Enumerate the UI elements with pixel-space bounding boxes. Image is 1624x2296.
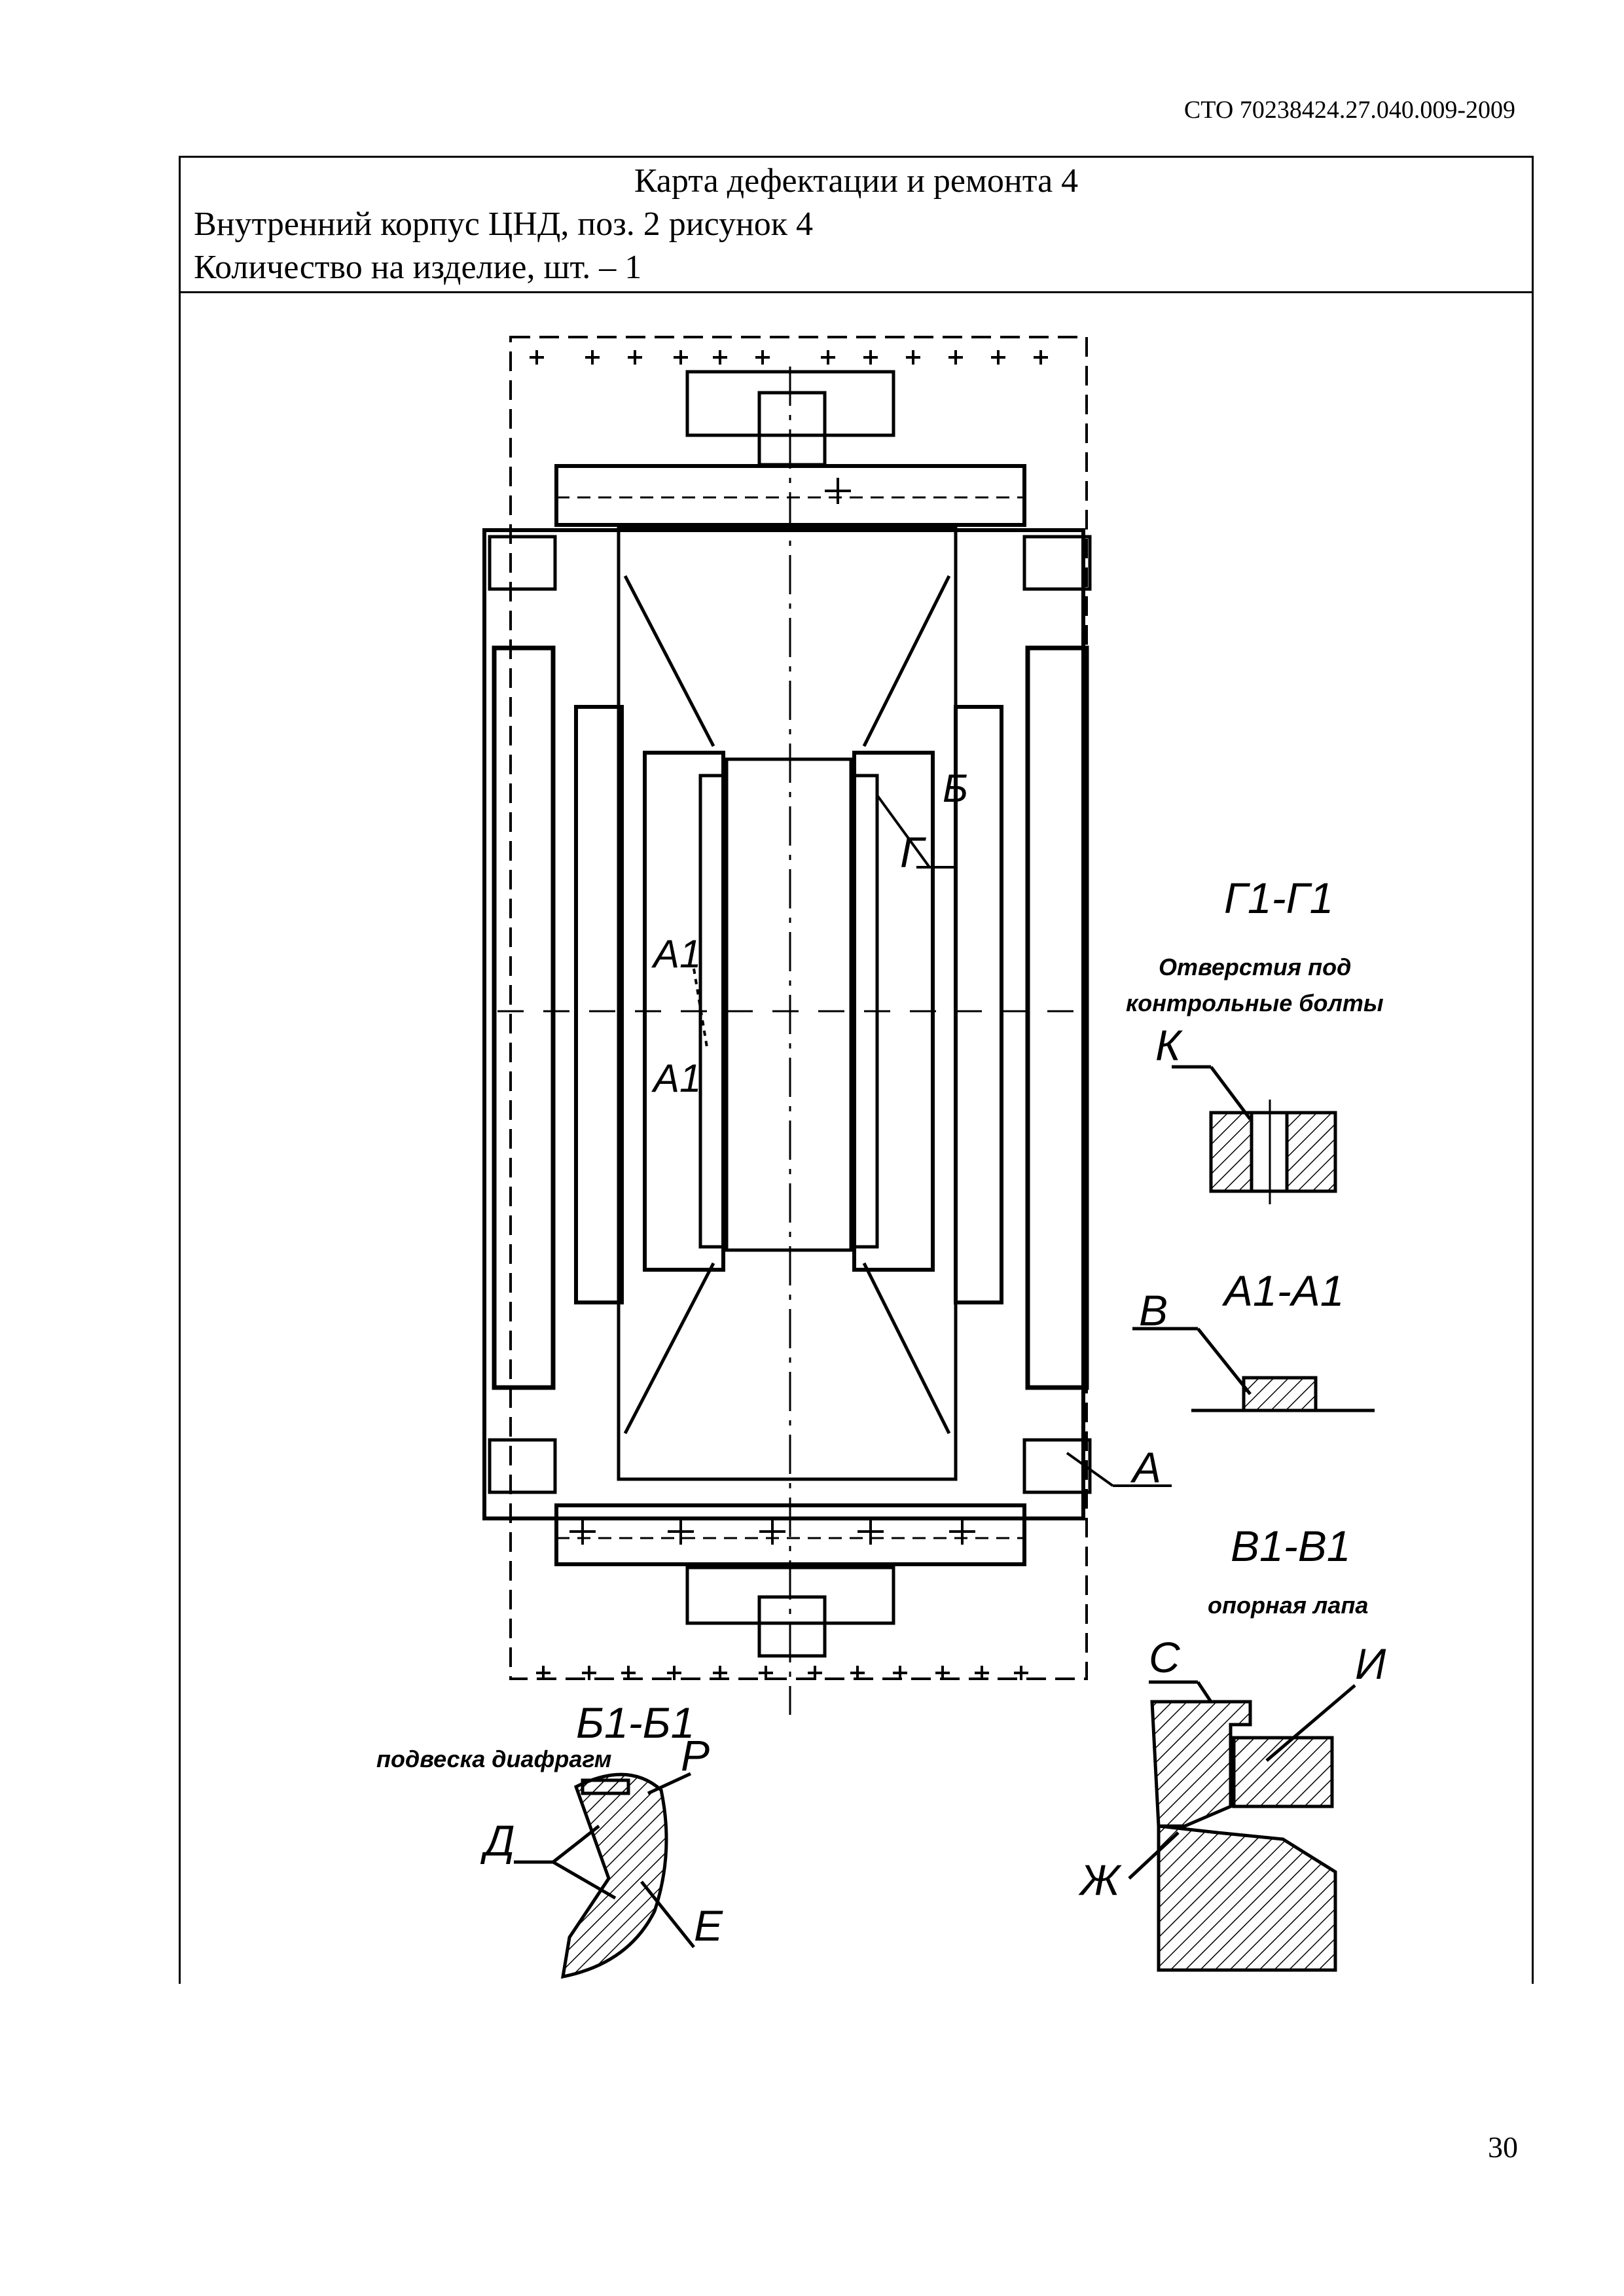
label-a1-a1: А1-А1 [1221, 1266, 1344, 1315]
section-b1-b1 [514, 1772, 695, 1979]
label-g1-g1: Г1-Г1 [1224, 874, 1333, 922]
section-v1-v1 [1128, 1680, 1356, 1972]
repair-card: Карта дефектации и ремонта 4 Внутренний … [179, 156, 1534, 1984]
label-b1-b1: Б1-Б1 [576, 1698, 695, 1747]
label-v1-v1: В1-В1 [1231, 1522, 1350, 1570]
leader-lines [693, 794, 1172, 1487]
card-header: Карта дефектации и ремонта 4 Внутренний … [181, 158, 1532, 293]
page-number: 30 [1488, 2130, 1518, 2164]
note-holes-2: контрольные болты [1126, 990, 1384, 1016]
label-zh: Ж [1078, 1856, 1122, 1904]
note-support-paw: опорная лапа [1208, 1592, 1368, 1619]
note-holes-1: Отверстия под [1159, 954, 1351, 980]
label-k: К [1155, 1021, 1183, 1069]
label-g: Г [900, 828, 926, 876]
label-d: Д [480, 1816, 514, 1865]
document-code: СТО 70238424.27.040.009-2009 [1183, 96, 1515, 124]
label-r: Р [681, 1731, 710, 1780]
part-name: Внутренний корпус ЦНД, поз. 2 рисунок 4 [194, 206, 814, 243]
bolt-markers [530, 350, 1048, 1680]
quantity-line: Количество на изделие, шт. – 1 [194, 249, 642, 286]
label-s: С [1149, 1633, 1181, 1681]
note-diaphragm-suspension: подвеска диафрагм [376, 1746, 611, 1772]
section-a1-a1 [1132, 1327, 1375, 1412]
label-a1-bottom: А1 [651, 1056, 701, 1100]
drawing-labels: Б Г А1 А1 А Г1-Г1 Отверстия под контроль… [376, 766, 1386, 1950]
section-g1-g1 [1172, 1065, 1337, 1204]
label-a1-top: А1 [651, 932, 701, 976]
casing-section-view [482, 336, 1092, 1715]
card-title: Карта дефектации и ремонта 4 [634, 162, 1079, 200]
label-v: В [1139, 1286, 1168, 1335]
label-b: Б [943, 766, 968, 810]
label-i: И [1355, 1640, 1386, 1688]
label-a: А [1130, 1443, 1161, 1492]
label-e: Е [694, 1901, 723, 1950]
